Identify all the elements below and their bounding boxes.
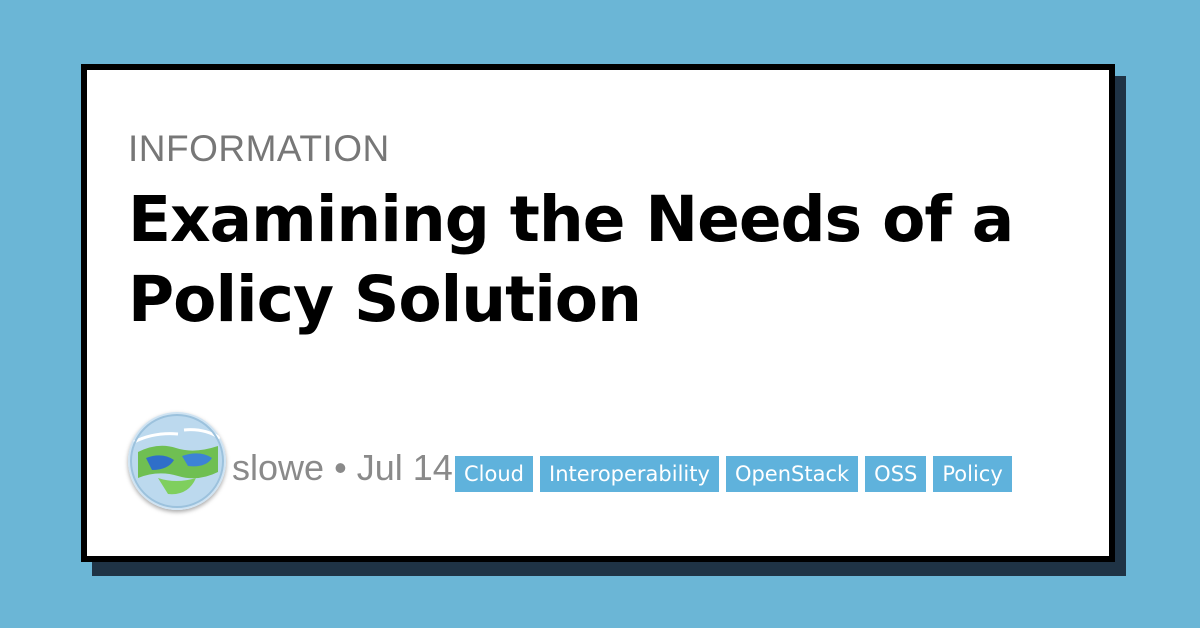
byline: slowe • Jul 14 [232, 447, 453, 489]
post-title: Examining the Needs of a Policy Solution [128, 183, 1014, 336]
tag-oss[interactable]: OSS [865, 456, 927, 492]
author-name[interactable]: slowe [232, 447, 325, 488]
post-card[interactable]: INFORMATION Examining the Needs of a Pol… [81, 64, 1115, 562]
tag-policy[interactable]: Policy [933, 456, 1012, 492]
byline-separator: • [334, 447, 347, 488]
post-meta: slowe • Jul 14 Cloud Interoperability Op… [128, 412, 1088, 512]
post-date: Jul 14 [356, 447, 453, 488]
globe-avatar-icon [128, 412, 226, 510]
post-category: INFORMATION [128, 128, 390, 169]
tag-openstack[interactable]: OpenStack [725, 456, 859, 492]
tag-interoperability[interactable]: Interoperability [540, 456, 719, 492]
author-avatar [128, 412, 226, 510]
tag-cloud[interactable]: Cloud [455, 456, 533, 492]
tag-list: Cloud Interoperability OpenStack OSS Pol… [455, 456, 1012, 492]
